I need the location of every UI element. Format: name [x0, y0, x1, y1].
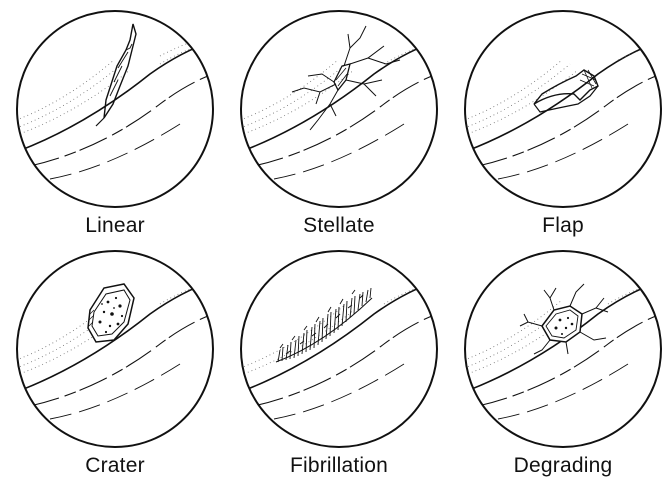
panel-label: Linear	[10, 214, 220, 238]
panel-fibrillation: Fibrillation	[234, 244, 444, 484]
crater-defect-icon	[10, 244, 220, 454]
panel-label: Fibrillation	[234, 454, 444, 478]
panel-stellate: Stellate	[234, 4, 444, 244]
panel-flap: Flap	[458, 4, 668, 244]
linear-tear-icon	[10, 4, 220, 214]
stellate-tear-icon	[234, 4, 444, 214]
panel-degrading: Degrading	[458, 244, 668, 484]
panel-crater: Crater	[10, 244, 220, 484]
flap-tear-icon	[458, 4, 668, 214]
panel-label: Crater	[10, 454, 220, 478]
panel-label: Stellate	[234, 214, 444, 238]
panel-label: Degrading	[458, 454, 668, 478]
panel-label: Flap	[458, 214, 668, 238]
fibrillation-icon	[234, 244, 444, 454]
panel-linear: Linear	[10, 4, 220, 244]
degrading-lesion-icon	[458, 244, 668, 454]
